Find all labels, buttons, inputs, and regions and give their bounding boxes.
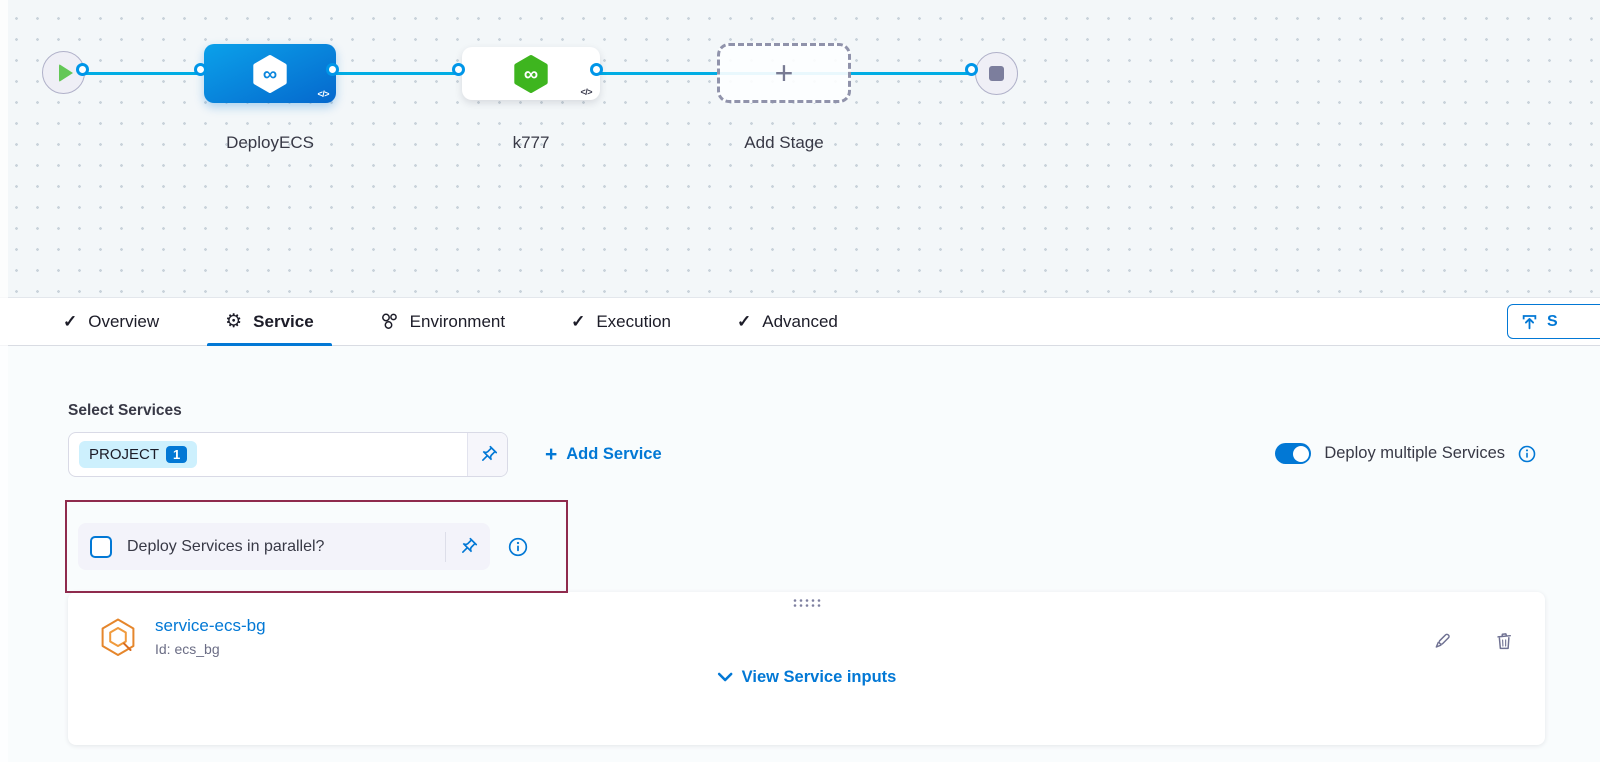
- pipeline-start-node: [42, 51, 85, 94]
- pencil-icon: [1435, 633, 1450, 648]
- pin-input-type-button[interactable]: [446, 537, 490, 557]
- stage-node-k777[interactable]: ∞ </>: [462, 47, 600, 100]
- delete-service-button[interactable]: [1493, 630, 1515, 652]
- pipeline-end-node: [975, 52, 1018, 95]
- stage-label: Add Stage: [744, 133, 824, 152]
- service-card-actions: [1431, 630, 1515, 652]
- check-icon: ✓: [571, 311, 586, 331]
- parallel-checkbox[interactable]: [90, 535, 112, 558]
- parallel-checkbox-label: Deploy Services in parallel?: [127, 537, 325, 555]
- connector-line: [336, 71, 462, 75]
- stop-icon: [989, 66, 1004, 81]
- plus-icon: +: [545, 443, 558, 466]
- trash-icon: [1497, 633, 1511, 650]
- save-button[interactable]: S: [1507, 304, 1600, 339]
- tab-label: Advanced: [762, 311, 838, 331]
- view-service-inputs-link[interactable]: View Service inputs: [717, 668, 897, 687]
- chevron-down-icon: [717, 672, 732, 682]
- select-services-input[interactable]: PROJECT 1: [68, 432, 508, 477]
- info-icon[interactable]: [508, 537, 528, 557]
- selected-services-area: PROJECT 1: [69, 433, 467, 476]
- view-inputs-label: View Service inputs: [741, 668, 897, 686]
- deploy-multiple-toggle[interactable]: [1275, 443, 1312, 464]
- gear-icon: ⚙: [225, 311, 243, 332]
- pushpin-icon: [481, 445, 497, 461]
- connector-point: [326, 63, 339, 76]
- add-stage-button[interactable]: +: [717, 43, 851, 103]
- check-icon: ✓: [737, 311, 752, 331]
- tab-label: Environment: [409, 311, 506, 331]
- harness-hexagon-icon: ∞: [253, 54, 287, 93]
- tab-execution[interactable]: ✓ Execution: [553, 298, 689, 345]
- selected-service-chip[interactable]: PROJECT 1: [79, 441, 198, 468]
- check-icon: ✓: [63, 311, 78, 331]
- service-chip-label: PROJECT: [89, 446, 160, 463]
- tab-label: Service: [253, 311, 314, 331]
- select-services-label: Select Services: [68, 402, 182, 419]
- stage-label: DeployECS: [226, 133, 314, 152]
- play-icon: [58, 63, 73, 82]
- svg-text:∞: ∞: [524, 63, 538, 85]
- stage-label: k777: [512, 133, 550, 152]
- yaml-code-badge: </>: [317, 89, 329, 99]
- info-icon[interactable]: [1518, 445, 1536, 463]
- save-upload-icon: [1522, 315, 1537, 330]
- pushpin-icon: [462, 537, 478, 553]
- stage-node-deployecs[interactable]: ∞ </>: [204, 44, 336, 103]
- connector-point: [452, 63, 465, 76]
- divider: [445, 531, 446, 562]
- deploy-multiple-services-control: Deploy multiple Services: [1275, 443, 1536, 464]
- tab-environment[interactable]: Environment: [362, 298, 523, 345]
- tab-service[interactable]: ⚙ Service: [207, 298, 332, 346]
- edit-service-button[interactable]: [1431, 630, 1453, 652]
- drag-handle-icon[interactable]: [791, 597, 823, 609]
- connector-point: [76, 63, 89, 76]
- service-summary: service-ecs-bg Id: ecs_bg: [98, 616, 266, 657]
- annotation-highlight-box: Deploy Services in parallel?: [65, 500, 568, 593]
- toggle-knob: [1292, 445, 1309, 462]
- deploy-multiple-label: Deploy multiple Services: [1324, 444, 1505, 462]
- ecs-service-icon: [101, 618, 135, 656]
- tab-label: Execution: [596, 311, 672, 331]
- tab-label: Overview: [88, 311, 160, 331]
- service-count-badge: 1: [166, 446, 188, 463]
- harness-hexagon-icon-green: ∞: [514, 54, 548, 93]
- environment-icon: [381, 313, 397, 329]
- connector-line: [86, 71, 204, 75]
- connector-point: [965, 63, 978, 76]
- tab-overview[interactable]: ✓ Overview: [45, 298, 177, 345]
- service-id-label: Id: ecs_bg: [155, 641, 220, 657]
- service-name-link[interactable]: service-ecs-bg: [155, 616, 266, 635]
- save-button-label: S: [1547, 312, 1558, 330]
- stage-tabbar: ✓ Overview ⚙ Service Environment ✓ Execu…: [0, 297, 1600, 346]
- deploy-parallel-field: Deploy Services in parallel?: [78, 523, 490, 570]
- plus-icon: +: [774, 54, 794, 91]
- service-card: service-ecs-bg Id: ecs_bg: [68, 592, 1545, 745]
- connector-point: [194, 63, 207, 76]
- svg-text:∞: ∞: [263, 63, 277, 85]
- connector-point: [590, 63, 603, 76]
- add-service-label: Add Service: [566, 445, 662, 463]
- add-service-button[interactable]: + Add Service: [545, 444, 662, 465]
- pipeline-canvas[interactable]: ∞ </> ∞ </> + DeployECS k777 Add Stage: [0, 0, 1600, 297]
- tab-advanced[interactable]: ✓ Advanced: [719, 298, 856, 345]
- pin-input-type-button[interactable]: [467, 433, 507, 476]
- yaml-code-badge: </>: [580, 87, 592, 97]
